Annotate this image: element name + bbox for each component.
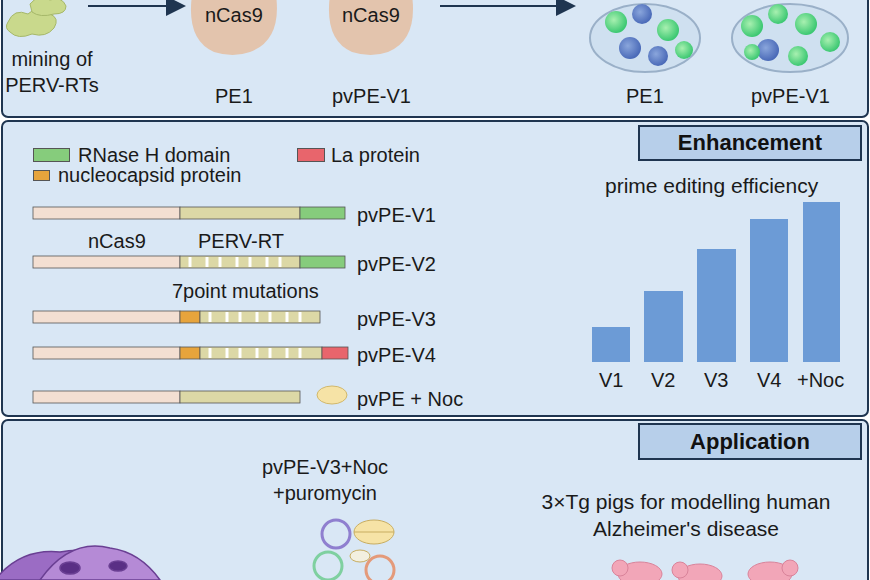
construct-label: pvPE-V1 — [357, 202, 436, 228]
outcome-label: 3×Tg pigs for modelling human Alzheimer'… — [536, 488, 836, 542]
dish-label: pvPE-V1 — [751, 83, 830, 109]
axis-title: prime editing efficiency — [605, 172, 818, 199]
axis-tick: V4 — [757, 367, 781, 393]
header-text: Application — [690, 429, 810, 455]
axis-tick: +Noc — [797, 367, 844, 393]
construct-label: pvPE-V4 — [357, 342, 436, 368]
source-label: mining of PERV-RTs — [0, 46, 104, 98]
dish-label: PE1 — [626, 83, 664, 109]
legend-swatch — [33, 148, 70, 162]
mutation-label: 7point mutations — [172, 278, 319, 304]
legend-swatch — [297, 148, 325, 162]
legend-text: RNase H domain — [78, 144, 230, 166]
domain-label: nCas9 — [88, 228, 146, 254]
treatment-label: pvPE-V3+Noc +puromycin — [240, 454, 410, 506]
editor-label: PE1 — [215, 83, 253, 109]
protein-label: nCas9 — [205, 2, 263, 28]
construct-label: pvPE-V2 — [357, 251, 436, 277]
protein-label: nCas9 — [342, 2, 400, 28]
legend-text: La protein — [331, 144, 420, 166]
header-text: Enhancement — [678, 130, 822, 156]
domain-label: PERV-RT — [198, 228, 284, 254]
axis-tick: V1 — [599, 367, 623, 393]
construct-label: pvPE-V3 — [357, 306, 436, 332]
legend-swatch — [33, 170, 50, 181]
section-header: Enhancement — [638, 125, 862, 161]
legend-text: nucleocapsid protein — [58, 164, 241, 186]
axis-tick: V3 — [704, 367, 728, 393]
editor-label: pvPE-V1 — [332, 83, 411, 109]
axis-tick: V2 — [651, 367, 675, 393]
section-header: Application — [638, 423, 862, 460]
construct-label: pvPE + Noc — [357, 386, 463, 412]
